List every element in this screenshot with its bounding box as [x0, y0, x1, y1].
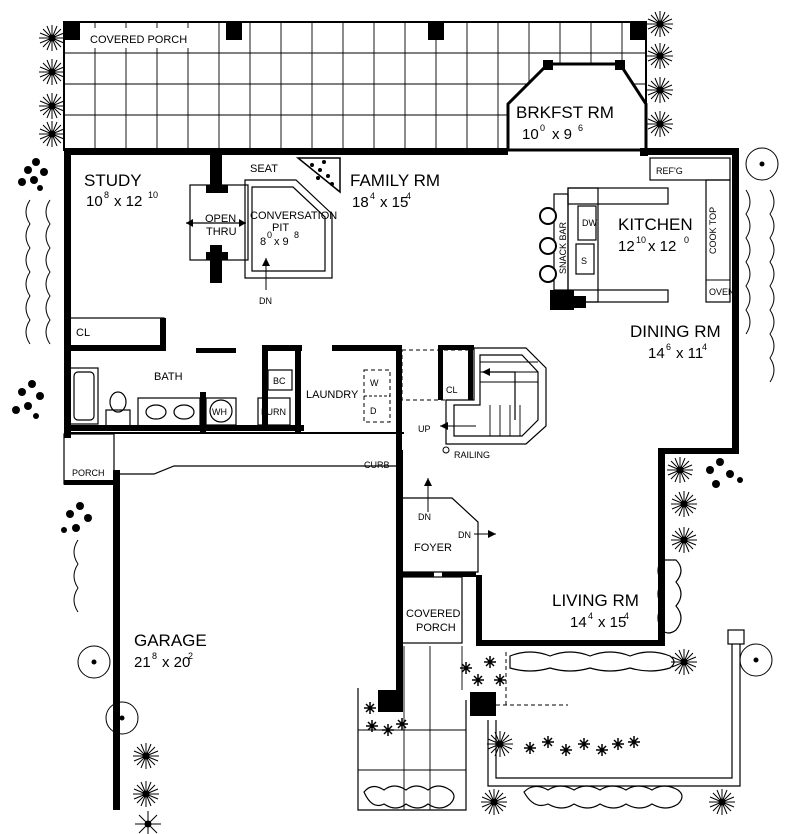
dw-label: DW	[582, 218, 597, 228]
dining-dim-b: x 11	[676, 345, 703, 362]
family-dim-a2: 4	[370, 191, 375, 201]
snack-bar-label: SNACK BAR	[558, 221, 568, 274]
kitchen-room: REF'G SNACK BAR DW S COOK TOP OVEN KITCH…	[539, 157, 735, 310]
kitchen-dim-a: 12	[618, 238, 635, 255]
family-room: SEAT FAMILY RM 18 4 x 15 4 CONVERSATION …	[244, 157, 440, 306]
conversation-dim-a2: 0	[267, 230, 272, 240]
dryer-label: D	[370, 406, 377, 416]
oven-label: OVEN	[709, 287, 735, 297]
living-dim-b: x 15	[598, 614, 626, 631]
refg-label: REF'G	[656, 166, 683, 176]
side-porch: PORCH CURB	[63, 433, 396, 485]
hedges	[25, 189, 775, 809]
open-thru-opening: OPEN THRU	[186, 184, 249, 261]
conversation-dim-b: x 9	[274, 236, 289, 248]
interior-walls	[64, 155, 474, 470]
stair-closet-label: CL	[446, 385, 458, 395]
shrubs	[12, 158, 743, 533]
brkfst-dim-b2: 6	[578, 123, 583, 133]
study-dim-b: x 12	[114, 193, 142, 210]
kitchen-dim-b2: 0	[684, 235, 689, 245]
conversation-dim-a: 8	[260, 236, 266, 248]
dining-dim-b2: 4	[702, 342, 707, 352]
breakfast-room: BRKFST RM 10 0 x 9 6	[516, 103, 614, 143]
cooktop-label: COOK TOP	[708, 207, 718, 254]
family-dim-a: 18	[352, 194, 369, 211]
foyer-label: FOYER	[414, 542, 452, 554]
stair-up-label: UP	[418, 424, 431, 434]
dining-name: DINING RM	[630, 322, 721, 341]
trees	[39, 11, 779, 834]
wh-label: WH	[212, 407, 227, 417]
sink-label: S	[581, 256, 587, 266]
living-dim-a2: 4	[588, 611, 593, 621]
brkfst-dim-b: x 9	[552, 126, 572, 143]
side-porch-label: PORCH	[72, 468, 105, 478]
living-name: LIVING RM	[552, 591, 639, 610]
study-room: STUDY 10 8 x 12 10 CL	[69, 171, 165, 347]
railing-label: RAILING	[454, 450, 490, 460]
kitchen-dim-a2: 10	[636, 235, 646, 245]
stair: CL UP RAILING	[401, 347, 547, 460]
bc-label: BC	[273, 376, 286, 386]
conversation-dim-b2: 8	[294, 230, 299, 240]
kitchen-dim-b: x 12	[648, 238, 676, 255]
study-closet-label: CL	[76, 327, 90, 339]
garage-dim-a: 21	[134, 654, 151, 671]
dining-room: DINING RM 14 6 x 11 4	[630, 322, 721, 362]
study-dim-a2: 8	[104, 190, 109, 200]
family-name: FAMILY RM	[350, 171, 440, 190]
study-dim-b2: 10	[148, 190, 158, 200]
study-dim-a: 10	[86, 193, 103, 210]
study-name: STUDY	[84, 171, 142, 190]
bath-room: BATH WH FURN BC LAUNDRY W D	[69, 367, 391, 427]
garage-dim-a2: 8	[152, 651, 157, 661]
garage-dim-b2: 2	[188, 651, 193, 661]
thru-label: THRU	[206, 226, 237, 238]
foyer: DN DN FOYER COVERED PORCH	[401, 478, 496, 644]
dining-dim-a: 14	[648, 345, 665, 362]
conversation-line2: PIT	[272, 222, 289, 234]
washer-label: W	[370, 378, 379, 388]
family-dim-b2: 4	[406, 191, 411, 201]
bath-label: BATH	[154, 371, 183, 383]
flower-bed	[364, 656, 640, 756]
pit-dn-label: DN	[259, 296, 272, 306]
kitchen-name: KITCHEN	[618, 215, 693, 234]
living-dim-a: 14	[570, 614, 587, 631]
covered-porch-line2: PORCH	[416, 622, 456, 634]
furn-label: FURN	[261, 407, 286, 417]
foyer-dn-label: DN	[418, 512, 431, 522]
family-dim-b: x 15	[380, 194, 408, 211]
covered-porch-line1: COVERED	[406, 608, 460, 620]
curb-label: CURB	[364, 460, 390, 470]
dining-dim-a2: 6	[666, 342, 671, 352]
brkfst-dim-a2: 0	[540, 123, 545, 133]
garage-name: GARAGE	[134, 631, 207, 650]
living-dim-b2: 4	[624, 611, 629, 621]
exterior-walls	[64, 148, 739, 810]
garage: GARAGE 21 8 x 20 2	[134, 631, 207, 671]
covered-porch-top-label: COVERED PORCH	[90, 34, 187, 46]
seat-label: SEAT	[250, 163, 278, 175]
open-label: OPEN	[205, 213, 236, 225]
conversation-line1: CONVERSATION	[250, 210, 337, 222]
brkfst-dim-a: 10	[522, 126, 539, 143]
living-room: LIVING RM 14 4 x 15 4	[552, 591, 639, 631]
garage-dim-b: x 20	[162, 654, 190, 671]
laundry-label: LAUNDRY	[306, 389, 359, 401]
brkfst-name: BRKFST RM	[516, 103, 614, 122]
foyer-dn2-label: DN	[458, 530, 471, 540]
